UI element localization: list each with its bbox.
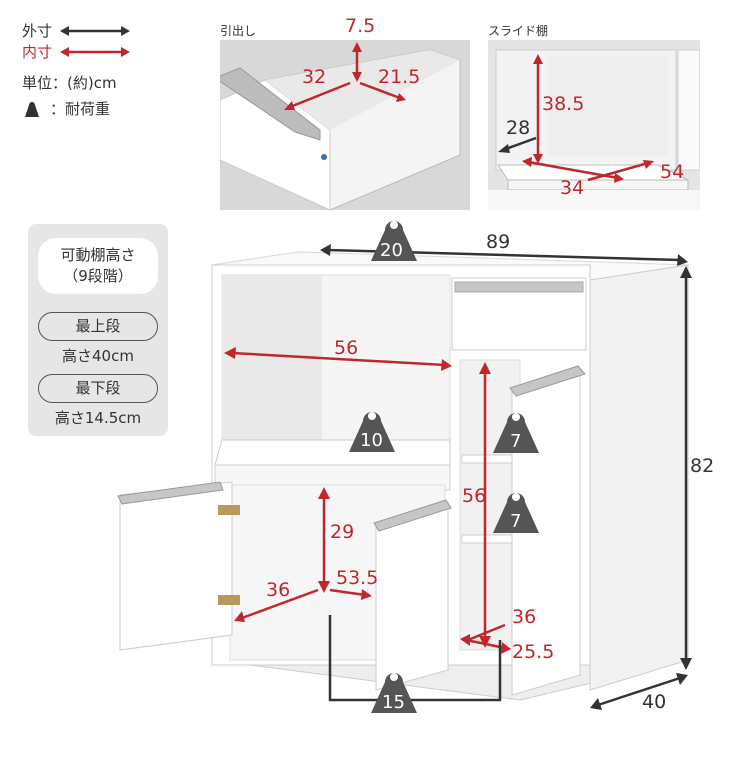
legend-outer-label: 外寸 — [22, 22, 53, 40]
slide-dim-height: 38.5 — [542, 93, 584, 115]
legend-inner: 内寸 — [22, 41, 131, 62]
slide-dim-width: 34 — [560, 177, 584, 199]
top-load-value: 20 — [380, 240, 403, 261]
slide-dims: 38.5 28 34 54 — [498, 54, 684, 199]
microwave-width-value: 56 — [334, 337, 358, 359]
drawer-dims: 7.5 32 21.5 — [284, 15, 420, 110]
slide-caption: スライド棚 — [488, 24, 549, 38]
panel-title-line2: （9段階） — [63, 267, 133, 285]
slide-dim-depth-left: 28 — [506, 117, 530, 139]
legend-inner-label: 内寸 — [22, 43, 53, 61]
drawer-dim-depth: 21.5 — [378, 66, 420, 88]
left-door — [119, 481, 233, 651]
lower-depth-value: 53.5 — [336, 567, 378, 589]
slide-photo — [488, 40, 700, 210]
panel-top-label: 最上段 — [38, 312, 158, 341]
outer-width-value: 89 — [486, 231, 510, 253]
inner-arrow-icon — [60, 46, 131, 57]
panel-bottom-label: 最下段 — [38, 374, 158, 403]
slide-shelf — [214, 439, 451, 466]
outer-height-value: 82 — [690, 455, 714, 477]
drawer-illustration — [220, 40, 470, 210]
slide-illustration — [488, 40, 700, 210]
shelf-height-panel: 可動棚高さ （9段階） 最上段 高さ40cm 最下段 高さ14.5cm — [28, 224, 168, 436]
legend-load: ：耐荷重 — [22, 98, 110, 119]
drawer-photo — [220, 40, 470, 210]
right-height-value: 56 — [462, 485, 486, 507]
panel-top-value: 高さ40cm — [62, 347, 134, 365]
legend-load-label: ：耐荷重 — [50, 100, 111, 118]
middle-door — [375, 502, 449, 691]
outer-arrow-icon — [60, 25, 131, 36]
lower-height-value: 29 — [330, 521, 354, 543]
drawer-caption: 引出し — [220, 24, 257, 38]
panel-bottom-value: 高さ14.5cm — [54, 409, 142, 427]
lower-load-value: 15 — [382, 692, 405, 713]
panel-title-pill: 可動棚高さ （9段階） — [38, 238, 158, 294]
slide-load-value: 10 — [360, 430, 383, 451]
right-load-value-2: 7 — [510, 511, 521, 532]
lower-width-value: 36 — [266, 579, 290, 601]
legend-unit: 単位：(約)cm — [22, 72, 117, 93]
right-inner-width-value: 36 — [512, 606, 536, 628]
cabinet-diagram: 20 89 82 40 56 10 7 7 56 36 25.5 29 36 5… — [117, 221, 714, 713]
right-load-value-1: 7 — [510, 431, 521, 452]
slide-dim-depth: 54 — [660, 161, 684, 183]
legend-unit-label: 単位：(約)cm — [22, 74, 117, 92]
legend-outer: 外寸 — [22, 20, 131, 41]
drawer-dim-width: 32 — [302, 66, 326, 88]
panel-title-line1: 可動棚高さ — [60, 246, 136, 264]
drawer-dim-height: 7.5 — [345, 15, 375, 37]
weight-icon — [25, 101, 39, 117]
right-inner-depth-value: 25.5 — [512, 641, 554, 663]
outer-depth-value: 40 — [642, 691, 666, 713]
